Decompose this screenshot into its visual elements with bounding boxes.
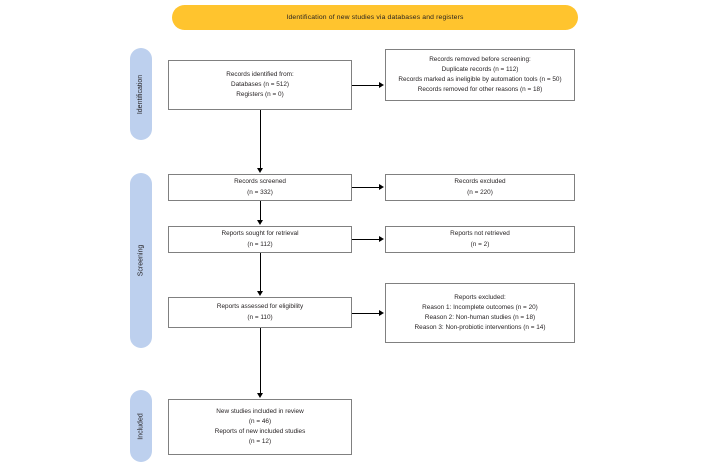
arrowhead-screened-to-sought-icon bbox=[256, 220, 263, 225]
box-records-identified-text: Records identified from: Databases (n = … bbox=[226, 70, 294, 99]
connector-identified-to-screened bbox=[260, 110, 261, 168]
box-records-excluded-text: Records excluded (n = 220) bbox=[454, 178, 506, 196]
phase-label-identification: Identification bbox=[130, 48, 152, 140]
connector-assessed-to-included bbox=[260, 328, 261, 393]
connector-assessed-to-reports-excluded bbox=[352, 313, 379, 314]
box-reports-excluded-text: Reports excluded: Reason 1: Incomplete o… bbox=[414, 293, 546, 332]
phase-included-text: Included bbox=[137, 412, 145, 440]
arrowhead-assessed-to-included-icon bbox=[256, 393, 263, 398]
box-records-removed-before-screening: Records removed before screening: Duplic… bbox=[385, 49, 575, 101]
box-reports-sought-text: Reports sought for retrieval (n = 112) bbox=[221, 230, 299, 248]
arrowhead-sought-to-not-retrieved-icon bbox=[379, 235, 384, 242]
arrowhead-identified-to-screened-icon bbox=[256, 168, 263, 173]
phase-identification-text: Identification bbox=[137, 74, 145, 114]
arrowhead-assessed-to-reports-excluded-icon bbox=[379, 309, 384, 316]
box-records-screened: Records screened (n = 332) bbox=[168, 174, 352, 201]
box-reports-not-retrieved: Reports not retrieved (n = 2) bbox=[385, 226, 575, 253]
box-reports-not-retrieved-text: Reports not retrieved (n = 2) bbox=[450, 230, 510, 248]
box-records-removed-text: Records removed before screening: Duplic… bbox=[398, 55, 562, 94]
connector-screened-to-excluded bbox=[352, 187, 379, 188]
box-reports-sought-for-retrieval: Reports sought for retrieval (n = 112) bbox=[168, 226, 352, 253]
box-new-studies-included: New studies included in review (n = 46) … bbox=[168, 399, 352, 455]
phase-screening-text: Screening bbox=[137, 244, 145, 277]
diagram-banner: Identification of new studies via databa… bbox=[172, 5, 578, 30]
connector-identified-to-removed bbox=[352, 85, 379, 86]
box-records-screened-text: Records screened (n = 332) bbox=[234, 178, 286, 196]
connector-screened-to-sought bbox=[260, 201, 261, 220]
connector-sought-to-assessed bbox=[260, 253, 261, 291]
box-reports-assessed-text: Reports assessed for eligibility (n = 11… bbox=[216, 303, 304, 321]
arrowhead-identified-to-removed-icon bbox=[379, 81, 384, 88]
phase-label-included: Included bbox=[130, 390, 152, 462]
box-records-excluded: Records excluded (n = 220) bbox=[385, 174, 575, 201]
box-reports-excluded-with-reasons: Reports excluded: Reason 1: Incomplete o… bbox=[385, 283, 575, 343]
box-new-studies-included-text: New studies included in review (n = 46) … bbox=[214, 407, 306, 446]
box-records-identified: Records identified from: Databases (n = … bbox=[168, 60, 352, 110]
arrowhead-sought-to-assessed-icon bbox=[256, 291, 263, 296]
phase-label-screening: Screening bbox=[130, 173, 152, 348]
connector-sought-to-not-retrieved bbox=[352, 239, 379, 240]
box-reports-assessed-for-eligibility: Reports assessed for eligibility (n = 11… bbox=[168, 297, 352, 328]
banner-title: Identification of new studies via databa… bbox=[286, 14, 464, 21]
arrowhead-screened-to-excluded-icon bbox=[379, 183, 384, 190]
